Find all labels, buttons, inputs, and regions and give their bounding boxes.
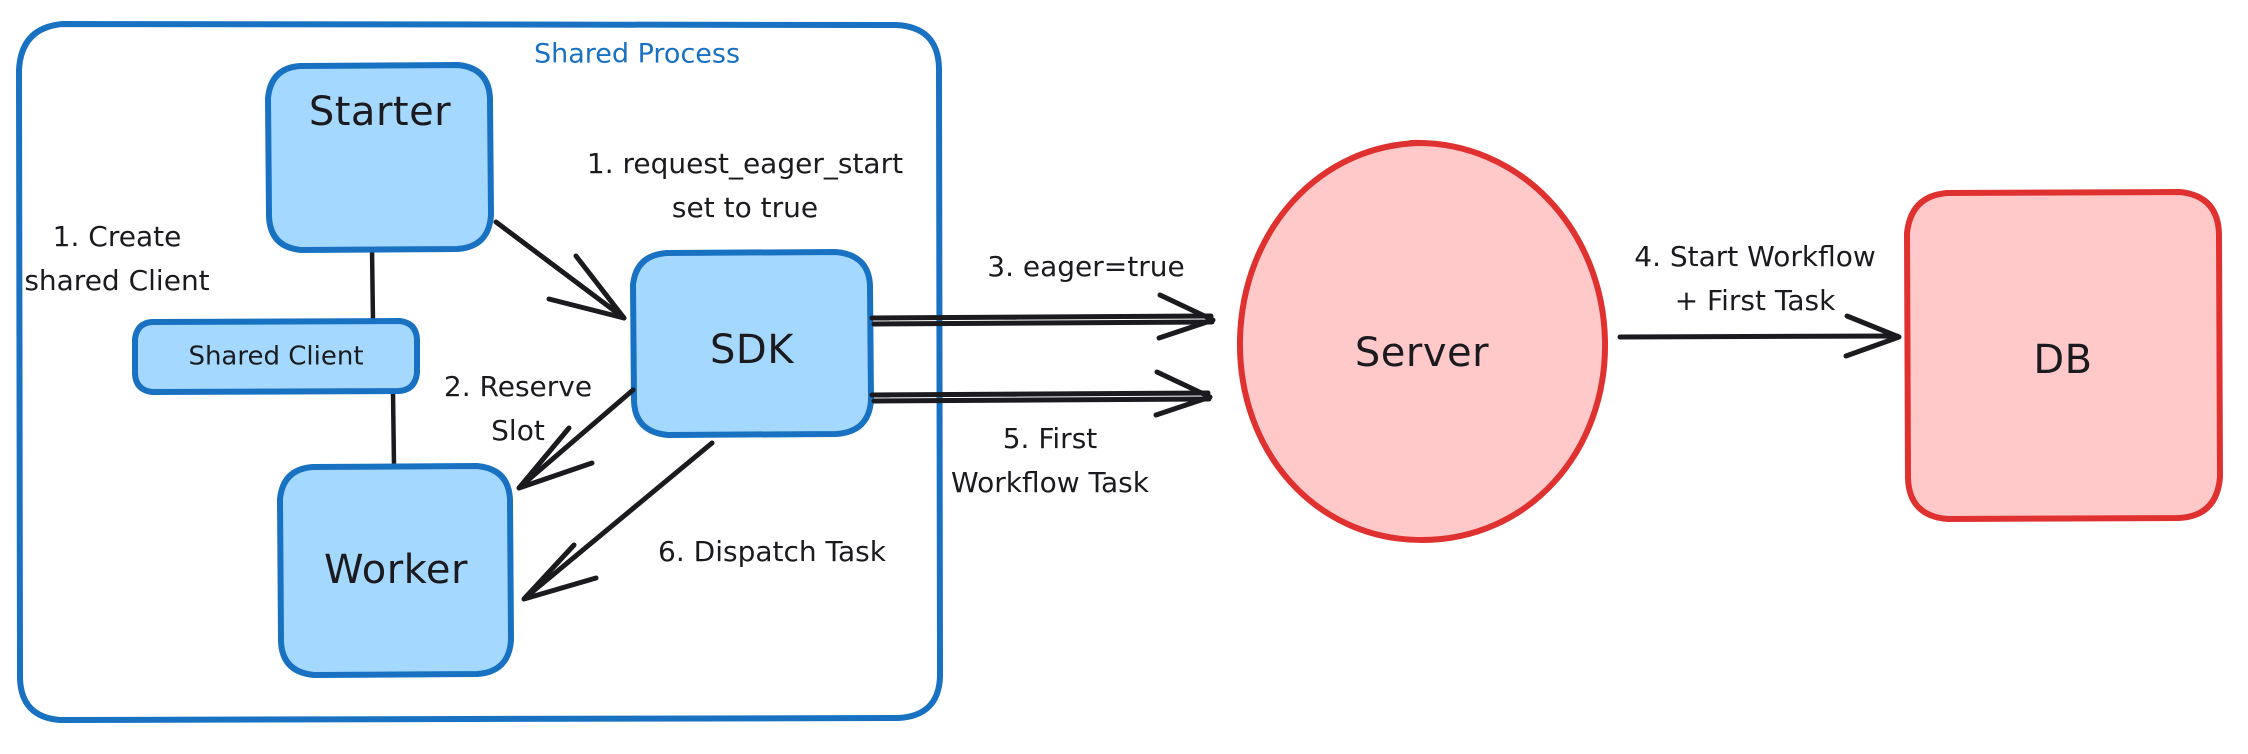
label-dispatch-task: 6. Dispatch Task [658, 535, 887, 568]
label-create-shared-client: 1. Create shared Client [24, 220, 209, 297]
sdk-label: SDK [710, 327, 795, 373]
node-starter[interactable]: Starter [265, 62, 494, 253]
label-create-shared-client-line1: 1. Create [53, 220, 182, 253]
label-eager-true-line1: 3. eager=true [987, 250, 1184, 283]
arrow-sdk-to-worker-dispatch [521, 440, 715, 602]
shared-client-worker-connector [390, 389, 397, 469]
label-request-eager-start-line1: 1. request_eager_start [587, 147, 903, 180]
label-request-eager-start-line2: set to true [672, 191, 818, 224]
shared-process-border [16, 21, 943, 723]
arrow-eager-true-head [1156, 292, 1216, 341]
sdk-shape [633, 252, 871, 435]
label-reserve-slot-line2: Slot [491, 414, 545, 447]
node-shared-client[interactable]: Shared Client [132, 318, 420, 395]
label-first-workflow-task-line1: 5. First [1003, 422, 1098, 455]
node-server[interactable]: Server [1236, 139, 1609, 543]
arrow-reserve-slot-line [517, 387, 636, 490]
worker-label: Worker [324, 547, 468, 593]
db-shape [1907, 192, 2220, 519]
arrow-eager-true-line [869, 313, 1215, 327]
arrow-server-to-db-line [1617, 333, 1900, 340]
shared-process-label: Shared Process [534, 39, 740, 70]
arrow-dispatch-task-line [522, 440, 715, 601]
server-outline [1236, 139, 1609, 543]
label-create-shared-client-line2: shared Client [24, 264, 209, 297]
node-sdk[interactable]: SDK [630, 249, 874, 438]
shared-client-outline [132, 318, 420, 395]
label-eager-true: 3. eager=true [987, 250, 1184, 283]
label-start-workflow-first-task-line1: 4. Start Workflow [1634, 240, 1876, 273]
label-reserve-slot-line1: 2. Reserve [444, 370, 592, 403]
arrow-starter-to-sdk [493, 219, 627, 321]
worker-outline [277, 463, 514, 678]
db-label: DB [2033, 337, 2092, 383]
arrow-sdk-to-worker-reserve [516, 387, 636, 491]
server-label: Server [1355, 330, 1489, 376]
starter-outline [265, 62, 494, 253]
label-dispatch-task-line1: 6. Dispatch Task [658, 535, 887, 568]
arrow-sdk-to-server-first-task [869, 369, 1213, 418]
arrow-dispatch-task-head [521, 542, 599, 602]
arrow-first-workflow-task-line [869, 390, 1212, 404]
arrow-server-to-db-head [1843, 313, 1902, 359]
server-shape [1239, 143, 1606, 539]
worker-shape [280, 466, 511, 675]
arrow-starter-to-sdk-line [493, 219, 627, 321]
label-first-workflow-task-line2: Workflow Task [951, 466, 1150, 499]
label-start-workflow-first-task-line2: + First Task [1675, 284, 1836, 317]
arrow-reserve-slot-head [516, 425, 595, 491]
starter-label: Starter [309, 89, 451, 135]
arrow-sdk-to-server-eager [869, 292, 1216, 341]
arrow-starter-to-sdk-head [546, 253, 627, 321]
sdk-outline [630, 249, 874, 438]
node-db[interactable]: DB [1904, 189, 2223, 522]
db-outline [1904, 189, 2223, 522]
label-reserve-slot: 2. Reserve Slot [444, 370, 592, 447]
starter-shape [268, 65, 491, 250]
arrow-server-to-db [1617, 313, 1902, 359]
label-request-eager-start: 1. request_eager_start set to true [587, 147, 903, 224]
node-worker[interactable]: Worker [277, 463, 514, 678]
shared-client-shape [135, 321, 417, 392]
shared-client-label: Shared Client [188, 342, 363, 372]
label-start-workflow-first-task: 4. Start Workflow + First Task [1634, 240, 1876, 317]
label-first-workflow-task: 5. First Workflow Task [951, 422, 1150, 499]
arrow-first-workflow-task-head [1153, 369, 1213, 418]
starter-shared-client-worker-connector [369, 245, 376, 325]
shared-process-group: Shared Process [16, 21, 943, 723]
